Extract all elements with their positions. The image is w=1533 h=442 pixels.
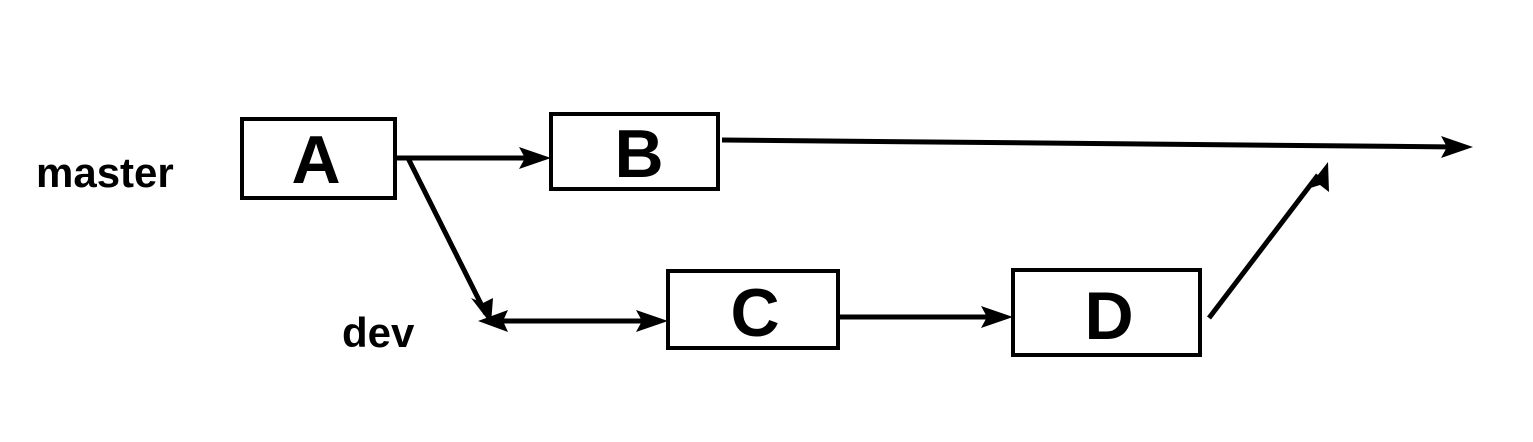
edge-d-to-master-merge-line bbox=[1207, 173, 1320, 320]
edge-d-to-master-merge bbox=[1207, 162, 1329, 320]
edge-c-to-d-arrowhead bbox=[981, 306, 1013, 328]
edge-a-to-dev-branch-arrowhead bbox=[471, 298, 493, 324]
edge-b-to-master-head-line bbox=[721, 137, 1459, 150]
edge-a-to-dev-branch-line bbox=[405, 156, 489, 316]
node-d-label: D bbox=[1084, 278, 1133, 354]
node-a-label: A bbox=[291, 122, 340, 198]
edge-devpoint-to-c bbox=[478, 310, 668, 332]
edge-a-to-b bbox=[388, 147, 551, 169]
edge-d-to-master-merge-arrowhead bbox=[1307, 162, 1329, 192]
edge-c-to-d bbox=[838, 306, 1013, 328]
node-c-label: C bbox=[730, 275, 779, 351]
edge-a-to-dev-branch bbox=[405, 156, 493, 324]
node-d[interactable]: D bbox=[1011, 268, 1202, 357]
node-b[interactable]: B bbox=[549, 112, 720, 192]
edge-devpoint-left-arrowhead bbox=[478, 310, 508, 332]
node-b-rect[interactable] bbox=[549, 112, 720, 191]
node-c[interactable]: C bbox=[666, 269, 840, 351]
branch-label-dev: dev bbox=[342, 309, 415, 356]
edge-a-to-b-arrowhead bbox=[519, 147, 551, 169]
edge-b-to-master-head bbox=[721, 136, 1473, 158]
node-d-rect[interactable] bbox=[1011, 268, 1202, 357]
node-a-rect[interactable] bbox=[240, 117, 397, 200]
node-c-rect[interactable] bbox=[666, 269, 840, 350]
edge-devpoint-to-c-arrowhead bbox=[636, 310, 668, 332]
branch-label-master: master bbox=[36, 149, 174, 196]
edge-b-to-master-head-arrowhead bbox=[1441, 136, 1473, 158]
node-a[interactable]: A bbox=[240, 117, 397, 200]
node-b-label: B bbox=[614, 116, 663, 192]
